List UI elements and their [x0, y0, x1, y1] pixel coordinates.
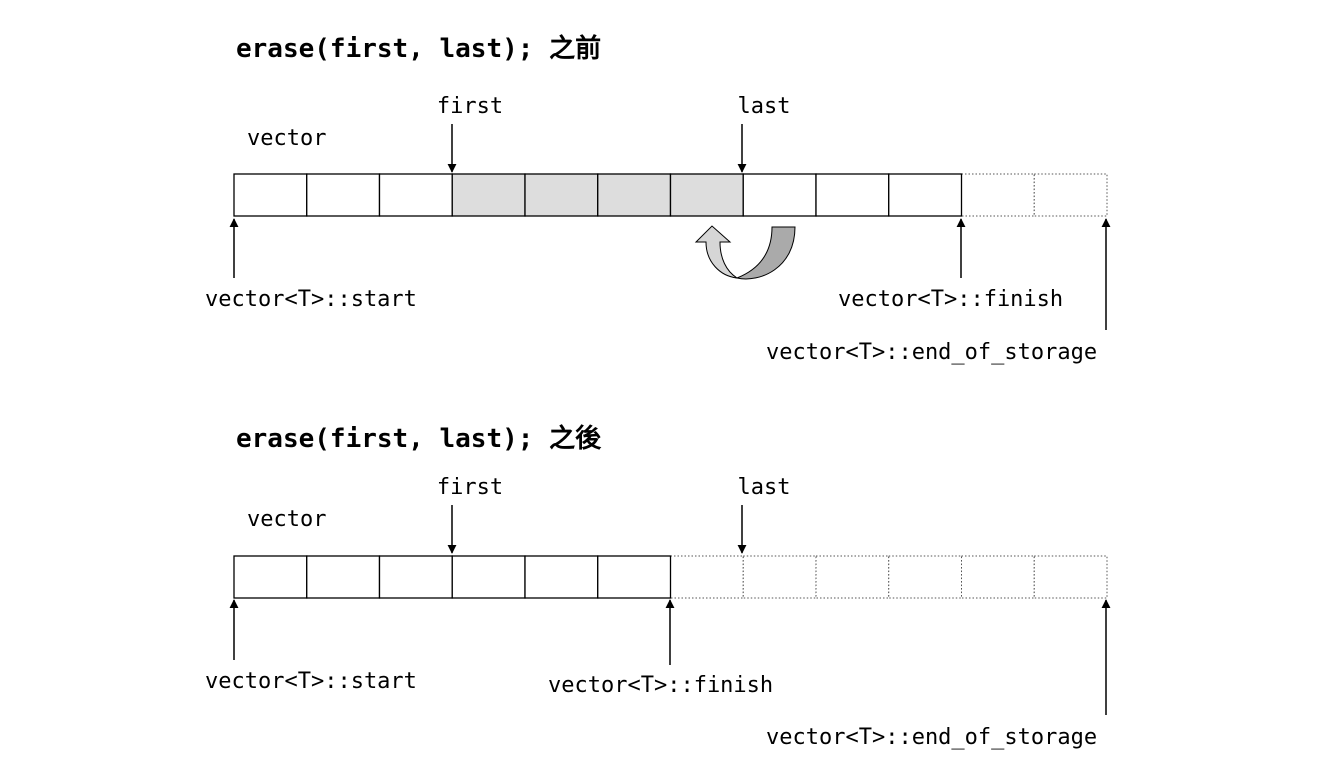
vector-cell-solid	[233, 555, 308, 599]
vector-cell-dotted	[961, 555, 1035, 599]
vector-cell-solid	[451, 555, 526, 599]
vector-cell-solid	[306, 173, 381, 217]
vector-cell-dotted	[742, 555, 817, 599]
vector-label: vector	[247, 126, 326, 151]
vector-cell-solid	[233, 173, 308, 217]
vector-cell-dotted	[961, 173, 1035, 217]
first-label: first	[437, 94, 503, 119]
vector-cell-solid	[815, 173, 890, 217]
end-of-storage-label: vector<T>::end_of_storage	[766, 340, 1097, 365]
panel-after: erase(first, last); 之後 vector first last…	[205, 423, 1111, 750]
copy-left-arrow-icon	[694, 225, 796, 280]
vector-cell-dotted	[815, 555, 890, 599]
vector-cell-dotted	[888, 555, 962, 599]
vector-cell-dotted	[1033, 555, 1108, 599]
start-label: vector<T>::start	[205, 287, 417, 312]
vector-cell-shaded	[669, 173, 744, 217]
first-label: first	[437, 475, 503, 500]
panel-title: erase(first, last); 之後	[236, 423, 602, 454]
vector-cell-solid	[597, 555, 672, 599]
end-of-storage-label: vector<T>::end_of_storage	[766, 725, 1097, 750]
finish-label: vector<T>::finish	[838, 287, 1063, 312]
start-label: vector<T>::start	[205, 669, 417, 694]
vector-cell-dotted	[670, 555, 744, 599]
vector-cell-dotted	[1033, 173, 1108, 217]
finish-label: vector<T>::finish	[548, 673, 773, 698]
last-label: last	[738, 94, 791, 119]
vector-cell-solid	[378, 555, 453, 599]
panel-before: erase(first, last); 之前 vector first last…	[205, 33, 1111, 365]
vector-cell-solid	[378, 173, 453, 217]
vector-cell-solid	[524, 555, 599, 599]
vector-cell-shaded	[524, 173, 599, 217]
vector-label: vector	[247, 507, 326, 532]
last-label: last	[738, 475, 791, 500]
vector-cell-shaded	[451, 173, 526, 217]
vector-cell-solid	[306, 555, 381, 599]
vector-cell-solid	[888, 173, 963, 217]
vector-cell-solid	[742, 173, 817, 217]
vector-cells	[233, 173, 1108, 217]
vector-cell-shaded	[597, 173, 672, 217]
panel-title: erase(first, last); 之前	[236, 33, 601, 64]
vector-cells	[233, 555, 1108, 599]
